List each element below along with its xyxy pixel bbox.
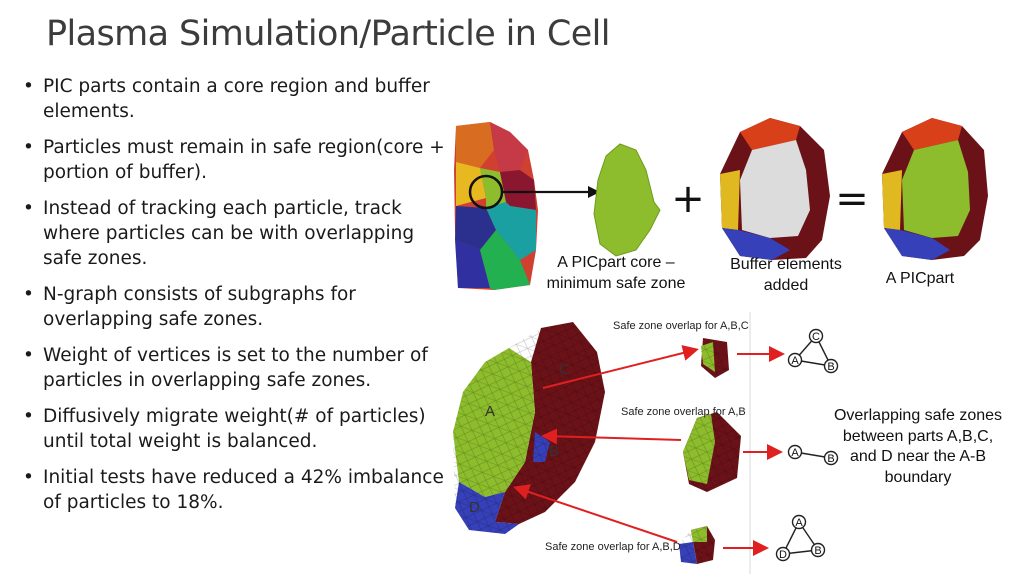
plus-symbol: + <box>671 176 705 222</box>
region-label-a: A <box>485 403 495 420</box>
region-label-b: B <box>549 443 559 460</box>
graph-node-label: A <box>791 355 799 367</box>
equals-symbol: = <box>835 176 869 222</box>
graph-node-label: A <box>791 447 799 459</box>
overlap-caption: Overlapping safe zones between parts A,B… <box>818 406 1018 488</box>
graph-node <box>823 450 839 466</box>
graph-node <box>775 546 791 562</box>
region-label-d: D <box>469 499 480 516</box>
slide-title: Plasma Simulation/Particle in Cell <box>46 14 611 54</box>
picpart-construction-figure: + = <box>454 118 988 290</box>
overlap-caption-line: between parts A,B,C, <box>842 427 994 445</box>
bullet-item: Instead of tracking each particle, track… <box>20 196 450 271</box>
zone-abc-image <box>701 338 729 378</box>
graph-node-label: C <box>812 331 820 343</box>
buffer-elements-image <box>720 118 830 260</box>
bullet-item: Diffusively migrate weight(# of particle… <box>20 404 450 454</box>
overlap-caption-line: and D near the A-B <box>849 448 987 465</box>
graph-node-label: B <box>814 545 821 557</box>
region-label-c: C <box>559 361 570 378</box>
safe-zone-label-ab: Safe zone overlap for A,B <box>621 406 746 418</box>
zone-ab-image <box>683 412 741 492</box>
graph-node-label: B <box>827 453 834 465</box>
partition-mesh-image <box>453 322 605 534</box>
picpart-core-image <box>593 143 661 257</box>
arrow-right-icon <box>588 186 600 198</box>
bullet-item: Initial tests have reduced a 42% imbalan… <box>20 465 450 515</box>
safe-zone-label-abc: Safe zone overlap for A,B,C <box>613 320 749 332</box>
graph-node <box>823 358 839 374</box>
graph-node <box>791 514 807 530</box>
partitioned-mesh-image <box>454 122 538 290</box>
caption-buffer: Buffer elements added <box>716 254 856 296</box>
graph-node <box>787 444 803 460</box>
graph-abd <box>775 514 826 562</box>
graph-node <box>810 542 826 558</box>
overlap-caption-line: boundary <box>884 468 952 486</box>
graph-node <box>787 352 803 368</box>
caption-picpart: A PICpart <box>885 270 955 287</box>
caption-core-line: minimum safe zone <box>546 275 686 292</box>
bullet-item: Particles must remain in safe region(cor… <box>20 135 450 185</box>
graph-node <box>808 328 824 344</box>
overlap-caption-line: Overlapping safe zones <box>833 407 1003 424</box>
bullet-list: PIC parts contain a core region and buff… <box>20 74 450 526</box>
safe-zone-figure: A B C D Safe zone overlap for A,B,C Safe… <box>453 312 839 574</box>
graph-abc <box>787 328 839 374</box>
bullet-item: Weight of vertices is set to the number … <box>20 343 450 393</box>
picpart-combined-image <box>882 118 988 260</box>
caption-buffer-line: added <box>763 277 809 294</box>
graph-node-label: D <box>779 549 787 561</box>
caption-core: A PICpart core – minimum safe zone <box>532 252 700 294</box>
graph-node-label: B <box>827 361 834 373</box>
caption-core-line: A PICpart core – <box>557 254 675 271</box>
safe-zone-label-abd: Safe zone overlap for A,B,D <box>545 541 681 553</box>
graph-node-label: A <box>795 517 803 529</box>
caption-buffer-line: Buffer elements <box>730 256 842 273</box>
graph-ab <box>787 444 839 466</box>
bullet-item: PIC parts contain a core region and buff… <box>20 74 450 124</box>
zone-abd-image <box>679 526 715 564</box>
bullet-item: N-graph consists of subgraphs for overla… <box>20 282 450 332</box>
